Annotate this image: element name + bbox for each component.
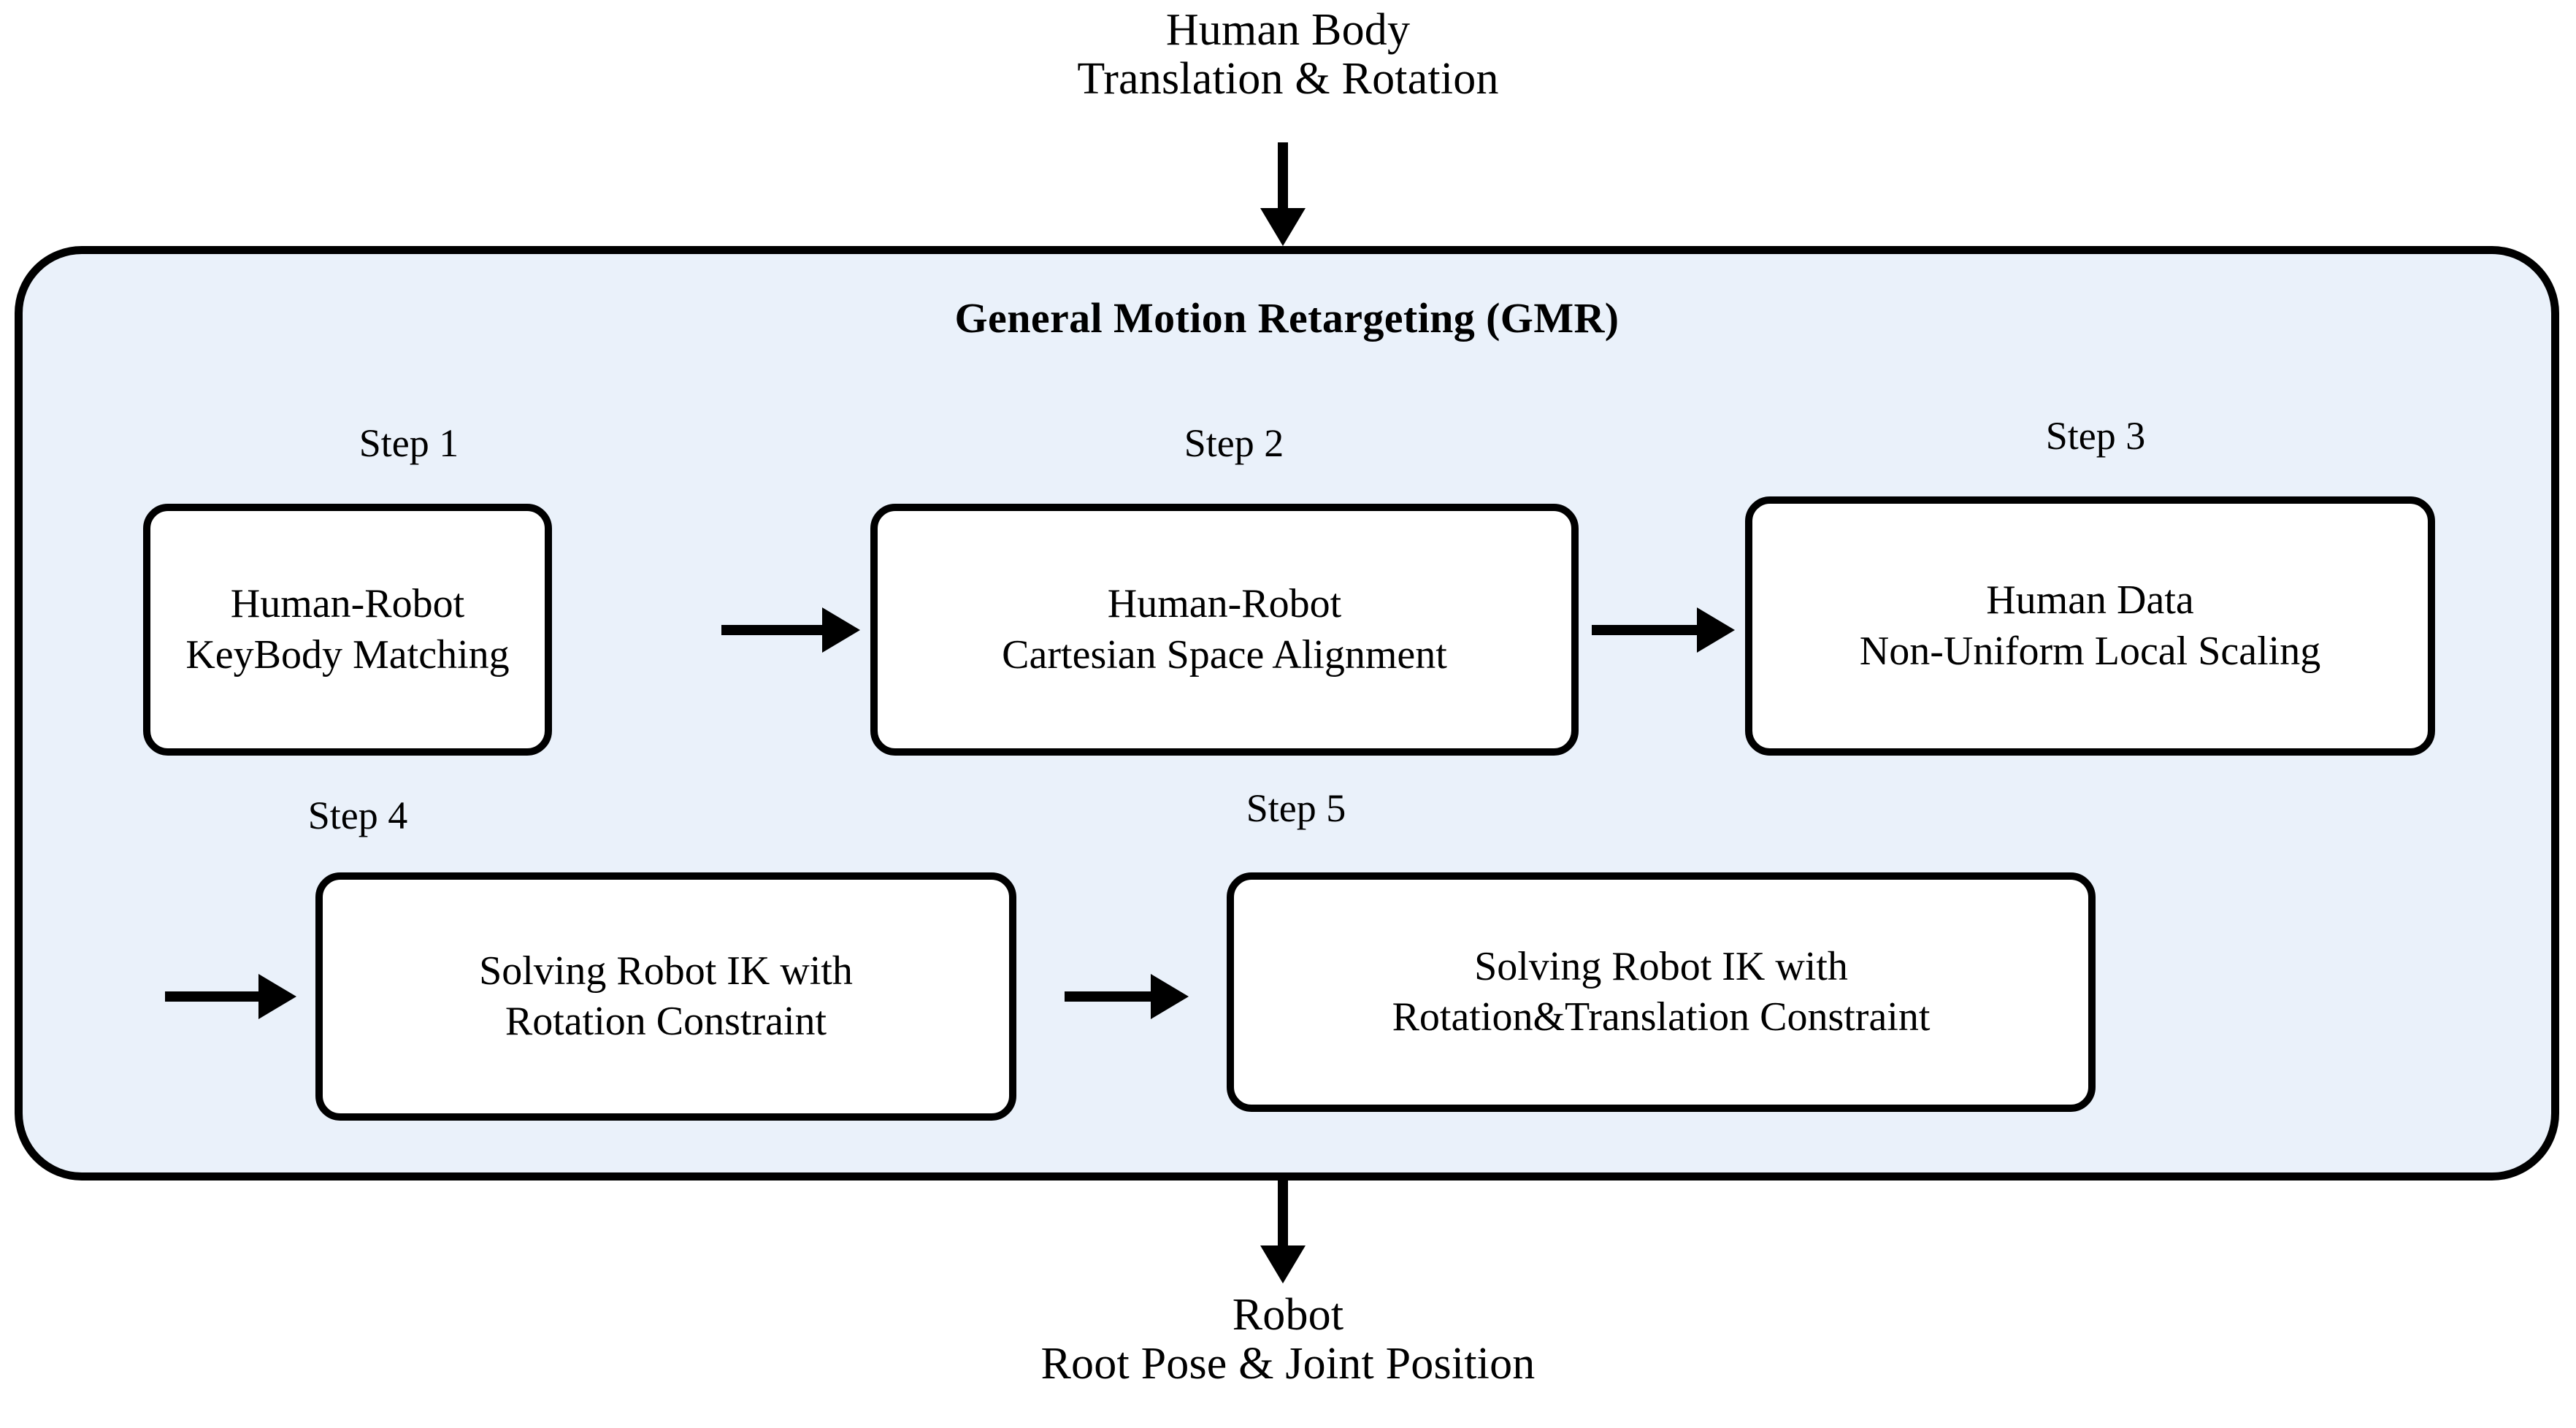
- step-4-label: Step 4: [307, 794, 408, 837]
- step-3-label: Step 3: [2045, 414, 2146, 458]
- step-4-box[interactable]: Solving Robot IK with Rotation Constrain…: [315, 872, 1016, 1121]
- step-4-to-step-5-arrow-icon: [1065, 974, 1189, 1019]
- output-label: Robot Root Pose & Joint Position: [1040, 1290, 1536, 1389]
- step-5-box[interactable]: Solving Robot IK with Rotation&Translati…: [1227, 872, 2096, 1112]
- input-arrow-down-icon: [1260, 142, 1306, 246]
- step-2-to-step-3-arrow-icon: [1592, 607, 1735, 653]
- step-3-to-step-4-arrow-icon: [165, 974, 296, 1019]
- step-3-box[interactable]: Human Data Non-Uniform Local Scaling: [1745, 496, 2435, 756]
- output-arrow-down-icon: [1260, 1180, 1306, 1283]
- step-5-label: Step 5: [1246, 786, 1346, 830]
- step-1-label: Step 1: [359, 421, 459, 465]
- input-label: Human Body Translation & Rotation: [1077, 5, 1499, 104]
- step-1-box[interactable]: Human-Robot KeyBody Matching: [143, 504, 552, 756]
- step-1-to-step-2-arrow-icon: [721, 607, 860, 653]
- step-2-box[interactable]: Human-Robot Cartesian Space Alignment: [870, 504, 1579, 756]
- gmr-title: General Motion Retargeting (GMR): [954, 294, 1619, 342]
- step-2-label: Step 2: [1184, 421, 1284, 465]
